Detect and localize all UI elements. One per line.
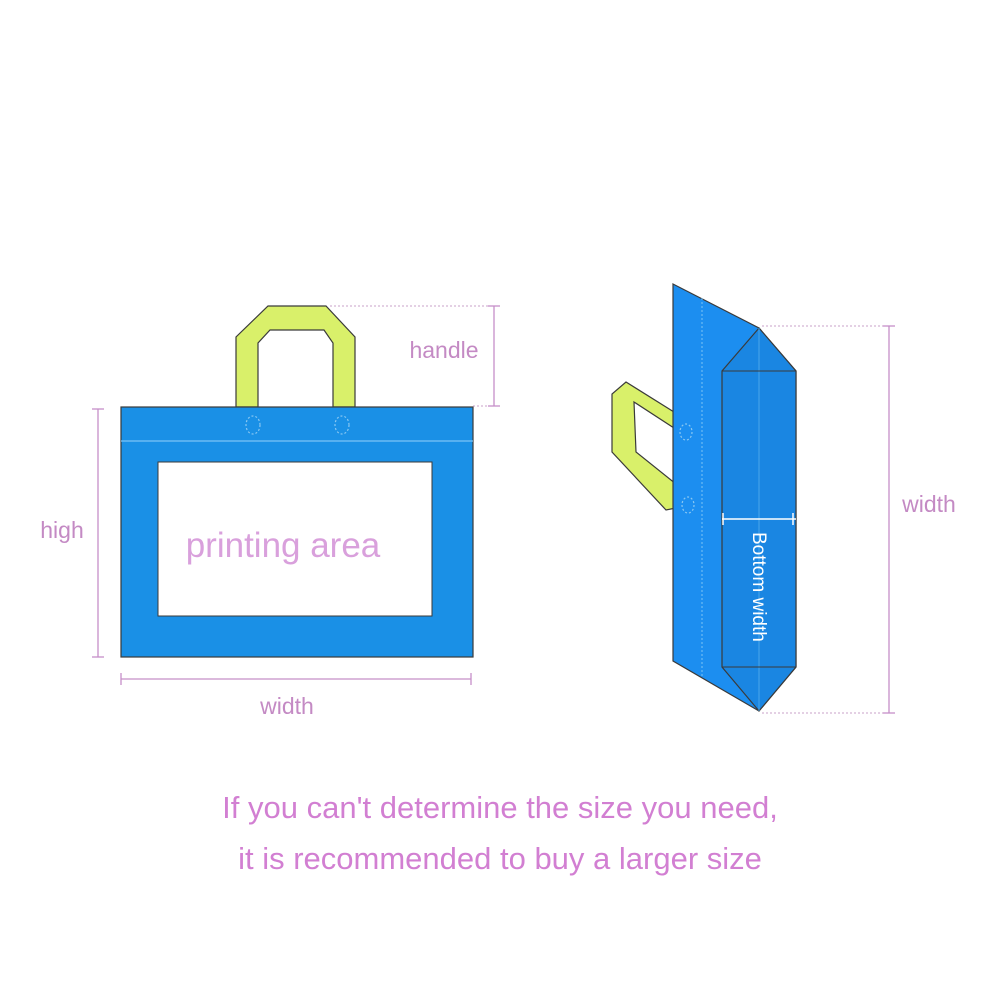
high-label: high: [40, 517, 83, 543]
side-rivet-top: [679, 423, 693, 441]
handle-dimension: handle: [330, 305, 500, 407]
side-width-dimension: width: [762, 325, 956, 714]
front-width-dimension: width: [120, 673, 472, 719]
size-note: If you can't determine the size you need…: [222, 790, 778, 876]
side-width-label: width: [901, 491, 956, 517]
front-width-label: width: [259, 693, 314, 719]
handle-label: handle: [409, 337, 478, 363]
side-handle: [611, 381, 677, 511]
note-line-1: If you can't determine the size you need…: [222, 790, 778, 825]
front-handle: [235, 305, 356, 408]
side-bag-view: Bottom width: [611, 283, 797, 712]
note-line-2: it is recommended to buy a larger size: [238, 841, 762, 876]
front-rivet-left: [245, 415, 261, 435]
printing-area-box: [157, 461, 433, 617]
high-dimension: high: [40, 408, 104, 658]
front-rivet-right: [334, 415, 350, 435]
printing-area-label: printing area: [186, 526, 381, 565]
side-rivet-bottom: [681, 496, 695, 514]
front-bag-view: printing area: [120, 305, 474, 658]
bottom-width-label: Bottom width: [748, 532, 769, 642]
